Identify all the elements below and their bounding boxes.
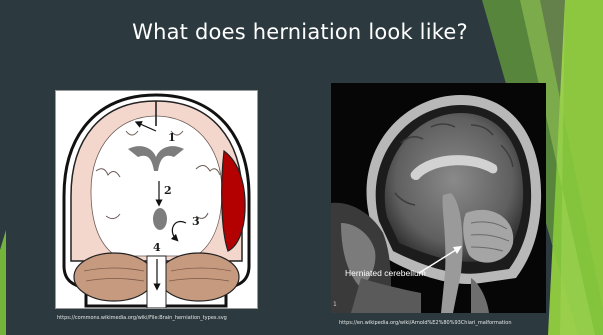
diagram-label-2: 2: [164, 184, 172, 197]
left-accent-edge: [0, 230, 6, 335]
third-ventricle: [153, 208, 167, 230]
mri-corner-marker: 1: [333, 302, 337, 308]
mri-image: [331, 83, 546, 313]
cerebellum-left: [74, 253, 154, 301]
herniation-diagram-drawing: 1 2 3 4: [56, 91, 257, 308]
mri-annotation-label: Herniated cerebellum: [345, 268, 426, 278]
diagram-source-caption: https://commons.wikimedia.org/wiki/File:…: [57, 315, 227, 321]
mri-spine: [471, 278, 489, 313]
diagram-label-1: 1: [168, 131, 176, 144]
mri-source-caption: https://en.wikipedia.org/wiki/Arnold%E2%…: [339, 320, 512, 326]
diagram-label-3: 3: [192, 215, 200, 228]
mri-drawing: [331, 83, 546, 313]
cerebellum-right: [159, 253, 239, 301]
white-matter: [91, 116, 222, 256]
slide-title: What does herniation look like?: [60, 20, 540, 44]
diagram-label-4: 4: [153, 241, 161, 254]
herniation-diagram: 1 2 3 4: [55, 90, 258, 309]
